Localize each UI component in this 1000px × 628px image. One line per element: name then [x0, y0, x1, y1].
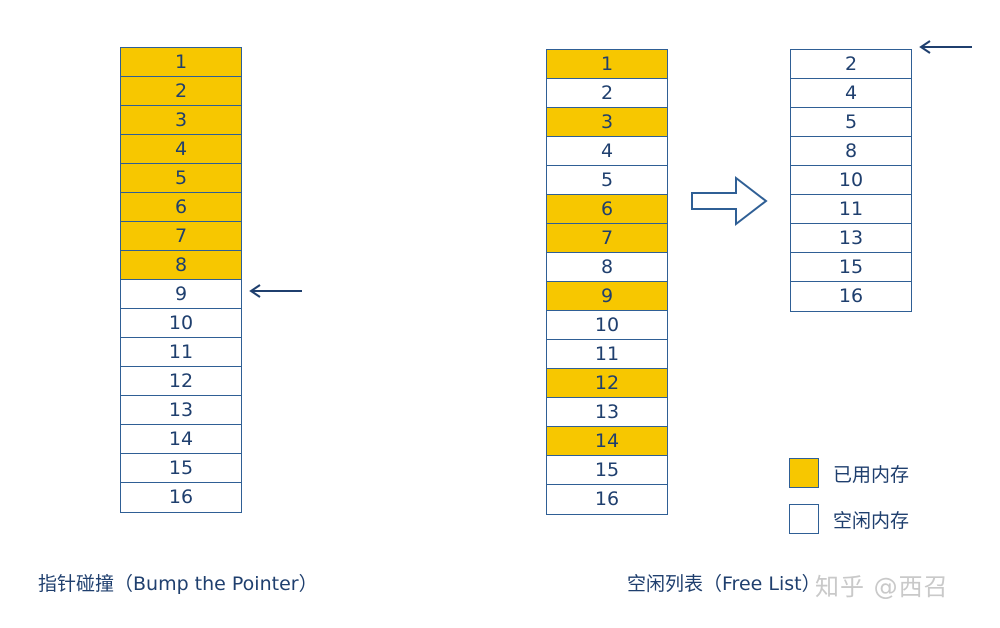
free-list-memory-cell: 1: [546, 49, 668, 80]
bump-pointer-caption: 指针碰撞（Bump the Pointer）: [38, 573, 318, 595]
free-list-entry-cell: 4: [790, 78, 912, 109]
bump-pointer-memory-cell: 6: [120, 192, 242, 223]
bump-pointer-memory-cell: 8: [120, 250, 242, 281]
bump-pointer-memory-cell: 2: [120, 76, 242, 107]
free-list-entry-cell: 13: [790, 223, 912, 254]
free-list-entry-cell: 16: [790, 281, 912, 312]
free-list-memory-cell: 2: [546, 78, 668, 109]
free-list-memory-cell: 11: [546, 339, 668, 370]
bump-pointer-memory-cell: 3: [120, 105, 242, 136]
free-list-memory-cell: 15: [546, 455, 668, 486]
watermark: 知乎 @西召: [815, 573, 949, 601]
free-list-memory-cell: 9: [546, 281, 668, 312]
free-list-memory-cell: 7: [546, 223, 668, 254]
free-list-entry-cell: 8: [790, 136, 912, 167]
free-list-memory-cell: 8: [546, 252, 668, 283]
free-list-memory-cell: 16: [546, 484, 668, 515]
free-list-entry-cell: 2: [790, 49, 912, 80]
bump-pointer-memory-cell: 7: [120, 221, 242, 252]
bump-pointer-arrow-icon: [249, 284, 302, 298]
free-list-memory-cell: 4: [546, 136, 668, 167]
free-list-memory-cell: 13: [546, 397, 668, 428]
legend-free-swatch: [789, 504, 819, 534]
bump-pointer-memory-cell: 14: [120, 424, 242, 455]
bump-pointer-memory-cell: 15: [120, 453, 242, 484]
free-list-entry-cell: 15: [790, 252, 912, 283]
bump-pointer-memory-cell: 13: [120, 395, 242, 426]
free-list-caption: 空闲列表（Free List）: [627, 573, 821, 595]
legend-free-memory: 空闲内存: [789, 504, 909, 534]
bump-pointer-memory-cell: 16: [120, 482, 242, 513]
free-list-head-arrow-icon: [919, 40, 972, 54]
bump-pointer-memory-cell: 11: [120, 337, 242, 368]
bump-pointer-memory-cell: 9: [120, 279, 242, 310]
bump-pointer-memory-cell: 12: [120, 366, 242, 397]
free-list-memory-cell: 5: [546, 165, 668, 196]
legend-free-label: 空闲内存: [833, 509, 910, 532]
bump-pointer-memory-cell: 5: [120, 163, 242, 194]
legend-used-memory: 已用内存: [789, 458, 909, 488]
free-list-entry-cell: 10: [790, 165, 912, 196]
free-list-memory-cell: 3: [546, 107, 668, 138]
free-list-memory-cell: 10: [546, 310, 668, 341]
free-list-memory-cell: 14: [546, 426, 668, 457]
legend-used-swatch: [789, 458, 819, 488]
bump-pointer-memory-cell: 1: [120, 47, 242, 78]
legend-used-label: 已用内存: [833, 463, 910, 486]
transform-arrow-icon: [691, 175, 768, 227]
free-list-entry-cell: 5: [790, 107, 912, 138]
free-list-memory-cell: 12: [546, 368, 668, 399]
free-list-memory-cell: 6: [546, 194, 668, 225]
free-list-entry-cell: 11: [790, 194, 912, 225]
bump-pointer-memory-cell: 10: [120, 308, 242, 339]
bump-pointer-memory-cell: 4: [120, 134, 242, 165]
